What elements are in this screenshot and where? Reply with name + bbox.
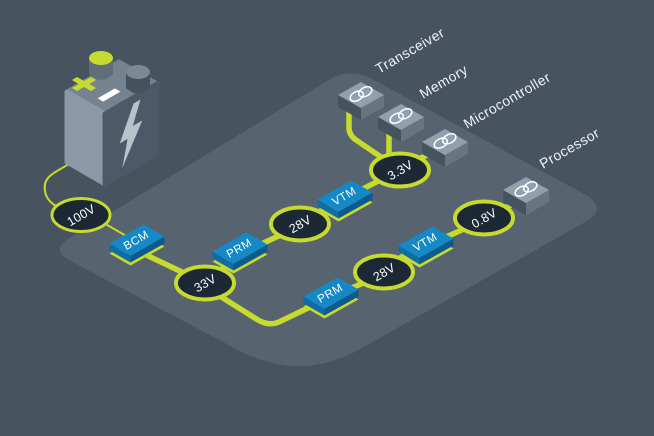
positive-terminal-cap <box>89 51 113 65</box>
chip-transceiver <box>338 82 384 120</box>
voltage-node-33v: 33V <box>174 264 236 302</box>
chip-rings-icon <box>514 181 538 197</box>
battery-icon <box>64 51 160 187</box>
voltage-node-0v8: 0.8V <box>453 199 515 237</box>
chip-microcontroller <box>422 129 468 167</box>
converter-prm-upper: PRM <box>212 232 268 274</box>
voltage-node-100v: 100V <box>50 197 112 233</box>
wire-3v3-to-transceiver <box>346 101 403 173</box>
minus-icon <box>97 88 121 102</box>
voltage-node-28v-lower: 28V <box>353 253 415 291</box>
negative-terminal-cap <box>126 65 150 79</box>
plus-icon <box>71 77 97 91</box>
chip-rings-icon <box>349 86 373 102</box>
chip-memory <box>378 104 424 142</box>
converter-prm-lower: PRM <box>303 277 359 319</box>
converter-vtm-lower: VTM <box>398 226 454 268</box>
converter-bcm: BCM <box>109 224 165 266</box>
voltage-node-3v3: 3.3V <box>369 151 431 189</box>
chip-rings-icon <box>389 108 413 124</box>
chip-processor <box>503 177 549 215</box>
converter-vtm-upper: VTM <box>317 180 373 222</box>
chip-rings-icon <box>433 133 457 149</box>
lightning-bolt-icon <box>119 99 143 168</box>
voltage-node-28v-upper: 28V <box>269 205 331 243</box>
